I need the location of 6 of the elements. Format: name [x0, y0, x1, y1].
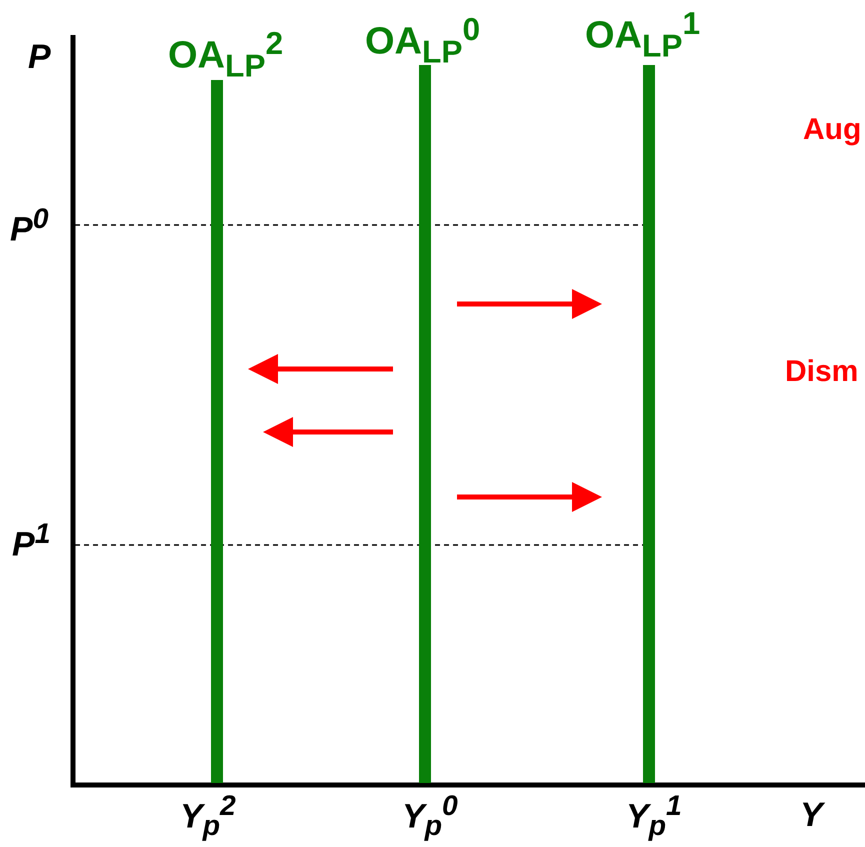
axis-label: Y: [800, 798, 823, 832]
annotation-text: Aug: [803, 115, 862, 145]
annotation-text: Dism: [785, 357, 858, 387]
axis-label: P: [28, 40, 51, 74]
axis-tick-label: P$^{1}$: [12, 520, 50, 562]
axis-tick-label: P$^{0}$: [10, 205, 48, 246]
